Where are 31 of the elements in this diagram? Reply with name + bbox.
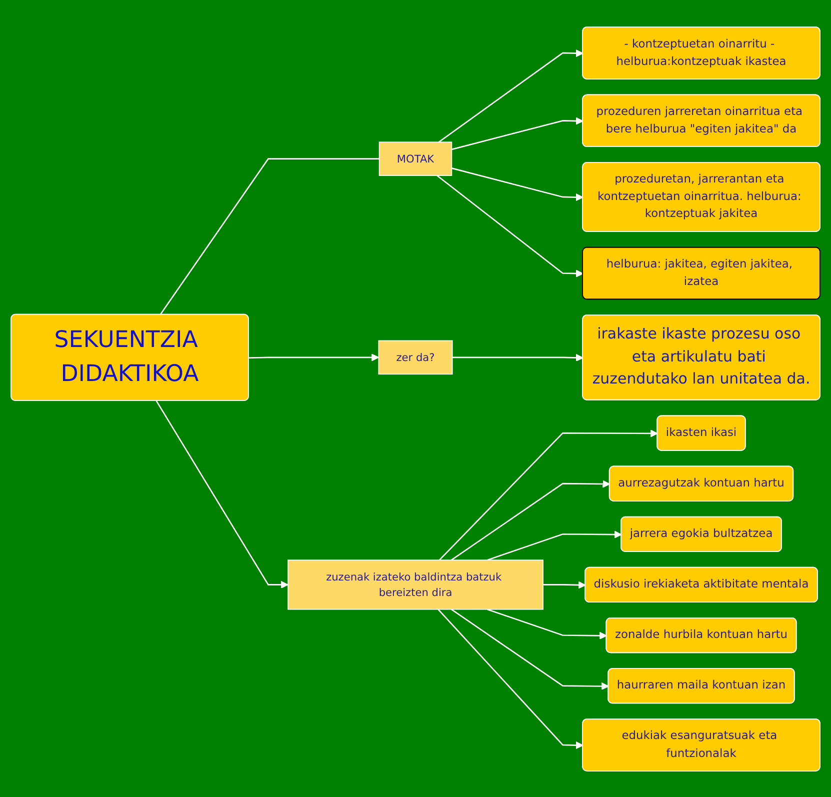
arrow	[452, 353, 584, 362]
arrow	[450, 480, 610, 560]
concept-box: edukiak esanguratsuak eta funtzionalak	[582, 718, 820, 771]
linking-phrase: MOTAK	[378, 141, 452, 176]
concept-box: diskusio irekiaketa aktibitate mentala	[584, 566, 818, 602]
arrow	[452, 167, 584, 201]
definition-box: irakaste ikaste prozesu oso eta artikulatu bati zuzendutako lan unitatea da.	[582, 314, 820, 400]
concept-box: zonalde hurbila kontuan hartu	[606, 616, 797, 653]
concept-box: prozeduren jarreretan oinarritua eta bere helburua "egiten jakitea" da	[582, 94, 820, 147]
arrow	[156, 400, 288, 588]
linking-phrase: zuzenak izateko baldintza batzuk bereizten dira	[288, 559, 544, 610]
arrow	[487, 608, 607, 640]
main-concept-box: SEKUENTZIA DIDAKTIKOA	[10, 313, 249, 400]
concept-box: prozeduretan, jarrerantan eta kontzeptuetan oinarritua. helburua: kontzeptuak jakitea	[582, 162, 820, 232]
arrow	[248, 353, 380, 361]
arrow	[438, 608, 584, 749]
linking-phrase: zer da?	[378, 340, 453, 374]
arrow	[450, 608, 609, 690]
concept-box: helburua: jakitea, egiten jakitea, izatea	[582, 246, 820, 300]
arrow	[487, 530, 622, 560]
concept-box: haurraren maila kontuan izan	[608, 668, 795, 704]
arrow	[543, 580, 586, 588]
arrow	[436, 174, 584, 277]
concept-box: - kontzeptuetan oinarritu - helburua:kontzeptuak ikastea	[582, 26, 820, 79]
arrow	[438, 429, 658, 560]
arrow	[452, 116, 584, 150]
connector-line	[160, 158, 380, 315]
arrow	[438, 48, 584, 142]
concept-box: ikasten ikasi	[656, 414, 746, 450]
concept-box: aurrezagutzak kontuan hartu	[608, 465, 794, 501]
concept-box: jarrera egokia bultzatzea	[620, 516, 782, 552]
